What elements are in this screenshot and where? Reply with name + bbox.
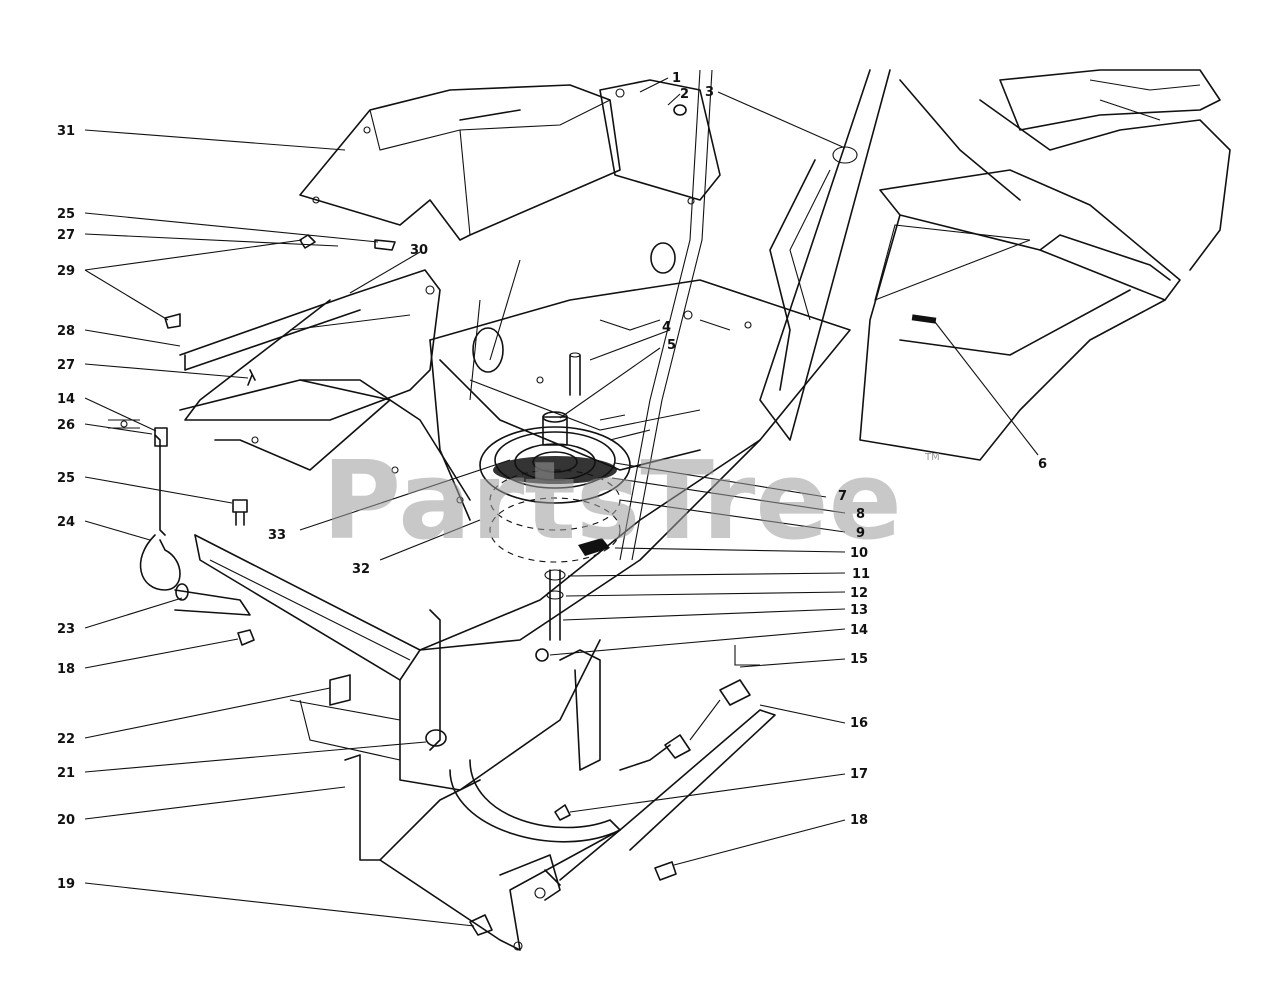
callout-9: 9 [856, 526, 865, 541]
seat-deck-frame [859, 69, 1231, 461]
callout-25-lower: 25 [57, 471, 75, 486]
callout-28: 28 [57, 324, 75, 339]
callout-13: 13 [850, 603, 868, 618]
callout-32: 32 [352, 562, 370, 577]
callout-10: 10 [850, 546, 868, 561]
callout-3: 3 [705, 85, 714, 100]
callout-18-right: 18 [850, 813, 868, 828]
callout-15: 15 [850, 652, 868, 667]
callout-19: 19 [57, 877, 75, 892]
steering-column [619, 69, 891, 561]
callout-20: 20 [57, 813, 75, 828]
leader-lines [84, 77, 1039, 927]
callout-24: 24 [57, 515, 75, 530]
pedal-assembly [344, 645, 776, 951]
callout-27-lower: 27 [57, 358, 75, 373]
callout-6: 6 [1038, 457, 1047, 472]
callout-5: 5 [667, 338, 676, 353]
callout-25-upper: 25 [57, 207, 75, 222]
callout-33: 33 [268, 528, 286, 543]
callout-2: 2 [680, 87, 689, 102]
callout-27-upper: 27 [57, 228, 75, 243]
pulley-assembly [479, 352, 661, 662]
callout-30: 30 [410, 243, 428, 258]
watermark: PartsTree [322, 439, 902, 564]
linkage-parts [108, 234, 447, 751]
callout-8: 8 [856, 507, 865, 522]
callout-1: 1 [672, 71, 681, 86]
callout-12: 12 [850, 586, 868, 601]
callout-14-left: 14 [57, 392, 75, 407]
trademark: TM [924, 452, 940, 463]
callout-numbers: 1 2 3 4 5 6 7 8 9 10 11 12 13 14 15 16 1… [57, 71, 1047, 892]
callout-16: 16 [850, 716, 868, 731]
bracket-plate [179, 269, 441, 471]
callout-23: 23 [57, 622, 75, 637]
callout-21: 21 [57, 766, 75, 781]
callout-4: 4 [662, 320, 671, 335]
callout-18-left: 18 [57, 662, 75, 677]
callout-22: 22 [57, 732, 75, 747]
callout-14-right: 14 [850, 623, 868, 638]
callout-31: 31 [57, 124, 75, 139]
callout-7: 7 [838, 489, 847, 504]
callout-11: 11 [852, 567, 870, 582]
callout-26: 26 [57, 418, 75, 433]
callout-17: 17 [850, 767, 868, 782]
top-cover [299, 79, 721, 241]
callout-29: 29 [57, 264, 75, 279]
